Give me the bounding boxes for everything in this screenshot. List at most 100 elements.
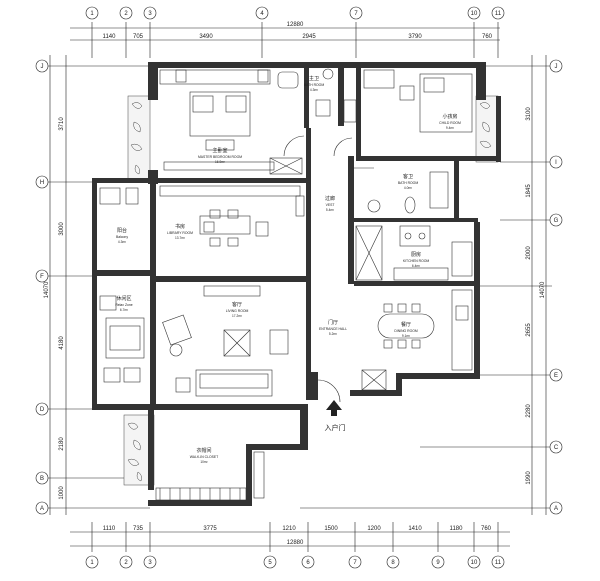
axis-bubble-bottom-1: 1: [90, 560, 94, 566]
entry-arrow-icon: [326, 400, 342, 416]
room-name-cn: 小孩房: [442, 113, 457, 120]
left-dimension-bar: [44, 55, 150, 515]
top-dim-segment: 760: [482, 34, 493, 40]
room-label-child: 小孩房 CHILD ROOM 9.4m²: [439, 113, 461, 130]
right-dim-segment: 1990: [526, 471, 532, 485]
left-dim-segment: 3000: [59, 222, 65, 236]
room-name-cn: 门厅: [328, 319, 338, 326]
axis-bubble-bottom-8: 8: [391, 560, 395, 566]
room-label-bath1: 主卫 BATH ROOM 4.3m²: [304, 75, 324, 92]
axis-bubble-bottom-10: 10: [471, 560, 478, 566]
room-label-balcony: 阳台 Balcony 4.3m²: [116, 227, 128, 244]
left-axis-bubbles: [35, 59, 49, 515]
room-name-cn: 主卧室: [212, 147, 227, 154]
right-dim-segment: 1845: [526, 184, 532, 198]
room-area: 4.0m²: [404, 186, 412, 190]
top-dim-segment: 705: [133, 34, 144, 40]
axis-bubble-left-J: J: [41, 64, 44, 70]
axis-bubble-right-A: A: [554, 506, 558, 512]
bottom-dim-segment: 760: [481, 526, 492, 532]
bottom-dimension-bar: [70, 522, 510, 552]
axis-bubble-top-11: 11: [495, 11, 502, 17]
axis-bubble-right-E: E: [554, 373, 558, 379]
axis-bubble-bottom-9: 9: [436, 560, 440, 566]
room-name-en: DINING ROOM: [394, 329, 418, 333]
room-name-cn: 书房: [175, 223, 185, 230]
room-name-en: KITCHEN ROOM: [403, 259, 430, 263]
room-name-en: ENTRANCE HALL: [319, 327, 347, 331]
left-dim-segment: 4180: [59, 336, 65, 350]
bottom-total-dimension: 12880: [287, 540, 304, 546]
room-name-cn: 餐厅: [401, 321, 411, 328]
axis-bubble-right-J: J: [555, 64, 558, 70]
room-label-leisure: 休闲区 Relax Zone 6.7m²: [115, 295, 132, 312]
axis-bubble-bottom-7: 7: [353, 560, 357, 566]
room-name-en: BATH ROOM: [304, 83, 324, 87]
room-label-library: 书房 LIBRARY ROOM 13.7m²: [167, 223, 193, 240]
room-name-en: LIBRARY ROOM: [167, 231, 193, 235]
axis-bubble-left-D: D: [40, 407, 45, 413]
room-name-cn: 客厅: [232, 301, 242, 308]
bottom-dim-segment: 1200: [367, 526, 381, 532]
right-dimension-bar: [300, 55, 552, 515]
room-label-kitchen: 厨房 KITCHEN ROOM 6.4m²: [403, 251, 430, 268]
room-name-en: MASTER BEDROOM ROOM: [198, 155, 242, 159]
top-total-dimension: 12880: [287, 22, 304, 28]
right-dim-segment: 2280: [526, 404, 532, 418]
axis-bubble-top-10: 10: [471, 11, 478, 17]
room-area: 4.3m²: [310, 88, 318, 92]
room-name-en: LIVING ROOM: [226, 309, 249, 313]
bottom-dim-segment: 1110: [103, 526, 116, 532]
axis-bubble-top-1: 1: [90, 11, 94, 17]
room-label-closet: 衣帽间 WALK-IN CLOSET 10m²: [190, 447, 219, 464]
bottom-dim-segment: 3775: [203, 526, 217, 532]
axis-bubble-left-H: H: [40, 180, 44, 186]
bottom-axis-bubbles: [85, 555, 505, 569]
room-name-cn: 阳台: [117, 227, 127, 234]
axis-bubble-right-I: I: [555, 160, 557, 166]
room-name-cn: 客卫: [403, 173, 413, 180]
room-name-en: BATH ROOM: [398, 181, 418, 185]
axis-bubble-top-2: 2: [124, 11, 128, 17]
room-area: 4.3m²: [118, 240, 126, 244]
room-area: 17.2m²: [232, 314, 242, 318]
axis-bubble-left-A: A: [40, 506, 44, 512]
room-area: 9.1m²: [402, 334, 410, 338]
left-dim-segment: 1000: [59, 486, 65, 500]
room-area: 6.4m²: [412, 264, 420, 268]
bottom-dim-segment: 735: [133, 526, 144, 532]
axis-bubble-top-7: 7: [354, 11, 358, 17]
axis-bubble-top-3: 3: [148, 11, 152, 17]
room-name-cn: 厨房: [411, 251, 421, 258]
room-area: 9.4m²: [446, 126, 454, 130]
bottom-dim-segment: 1210: [282, 526, 296, 532]
right-total-dimension: 14070: [540, 281, 546, 298]
room-label-dining: 餐厅 DINING ROOM 9.1m²: [394, 321, 418, 338]
right-dim-segment: 2655: [526, 323, 532, 337]
room-area: 6.7m²: [120, 308, 128, 312]
axis-bubble-top-4: 4: [260, 11, 264, 17]
axis-bubble-right-G: G: [554, 218, 559, 224]
axis-bubble-left-F: F: [40, 274, 44, 280]
furniture: [99, 68, 473, 501]
room-name-en: VEST: [326, 203, 335, 207]
entry-door-label: 入户门: [325, 423, 346, 432]
bottom-dim-segment: 1180: [450, 526, 464, 532]
axis-bubble-bottom-6: 6: [306, 560, 310, 566]
bottom-dim-segment: 1410: [408, 526, 422, 532]
right-dim-segment: 3100: [526, 107, 532, 121]
room-label-entrance: 门厅 ENTRANCE HALL 5.2m²: [319, 319, 347, 336]
top-dim-segment: 3790: [408, 34, 422, 40]
right-axis-bubbles: [549, 59, 563, 515]
left-total-dimension: 14070: [44, 281, 50, 298]
axis-bubble-bottom-2: 2: [124, 560, 128, 566]
bottom-dim-segment: 1500: [324, 526, 338, 532]
room-area: 13.7m²: [175, 236, 185, 240]
axis-bubble-bottom-11: 11: [495, 560, 502, 566]
room-area: 5.2m²: [329, 332, 337, 336]
room-area: 10m²: [200, 460, 207, 464]
axis-bubble-bottom-5: 5: [268, 560, 272, 566]
room-label-living: 客厅 LIVING ROOM 17.2m²: [226, 301, 249, 318]
